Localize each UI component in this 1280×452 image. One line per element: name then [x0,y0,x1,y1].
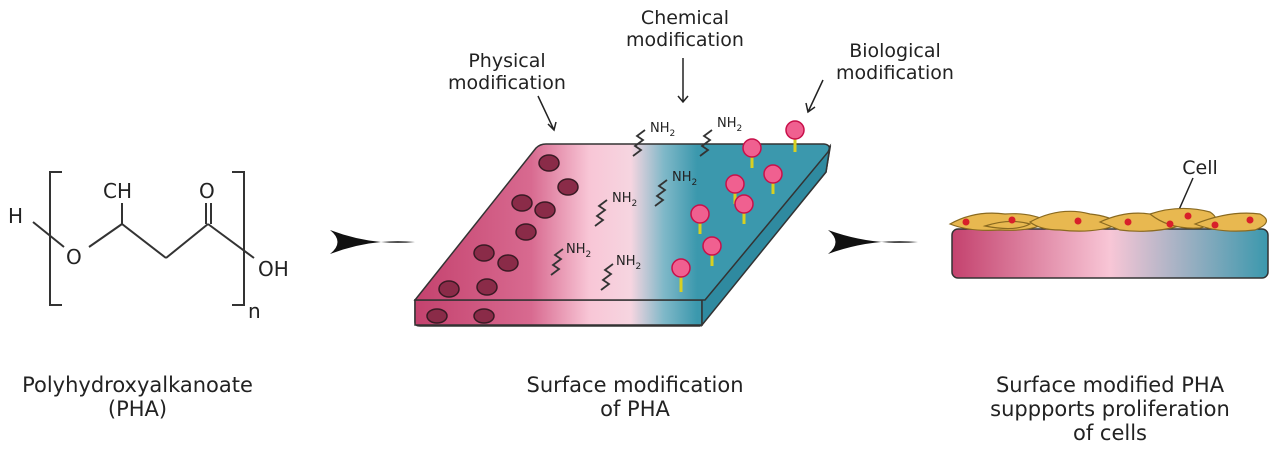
cell-pointer-line [1177,177,1194,213]
modified-pha-strip [951,228,1269,279]
svg-text:NH2: NH2 [717,116,742,134]
process-arrow-1 [330,230,415,254]
hydrogen-atom: H [8,204,23,228]
svg-text:NH2: NH2 [672,170,697,188]
physical-arrow [537,95,557,132]
right-bracket [232,171,245,306]
carbonyl-oxygen: O [199,179,215,203]
biological-arrow [805,79,824,114]
repeat-unit-n: n [248,299,261,323]
cell-nuclei [962,212,1254,229]
hydroxyl-group: OH [258,257,289,281]
left-bracket [49,171,62,306]
ester-oxygen: O [66,245,82,269]
svg-text:NH2: NH2 [566,242,591,260]
process-arrow-2 [828,230,918,254]
amine-groups: NH2 NH2 NH2 NH2 NH2 NH2 [550,116,742,291]
cell-layer [948,207,1267,232]
svg-text:NH2: NH2 [650,121,675,139]
chemical-arrow [677,58,689,104]
ch-group: CH [103,179,132,203]
physical-pits [426,154,579,324]
svg-text:NH2: NH2 [616,254,641,272]
svg-text:NH2: NH2 [612,191,637,209]
pha-caption: Polyhydroxyalkanoate(PHA) [22,373,253,421]
biomolecules [671,120,805,292]
cell-label: Cell [1182,157,1218,179]
pha-chemical-structure [32,171,255,306]
